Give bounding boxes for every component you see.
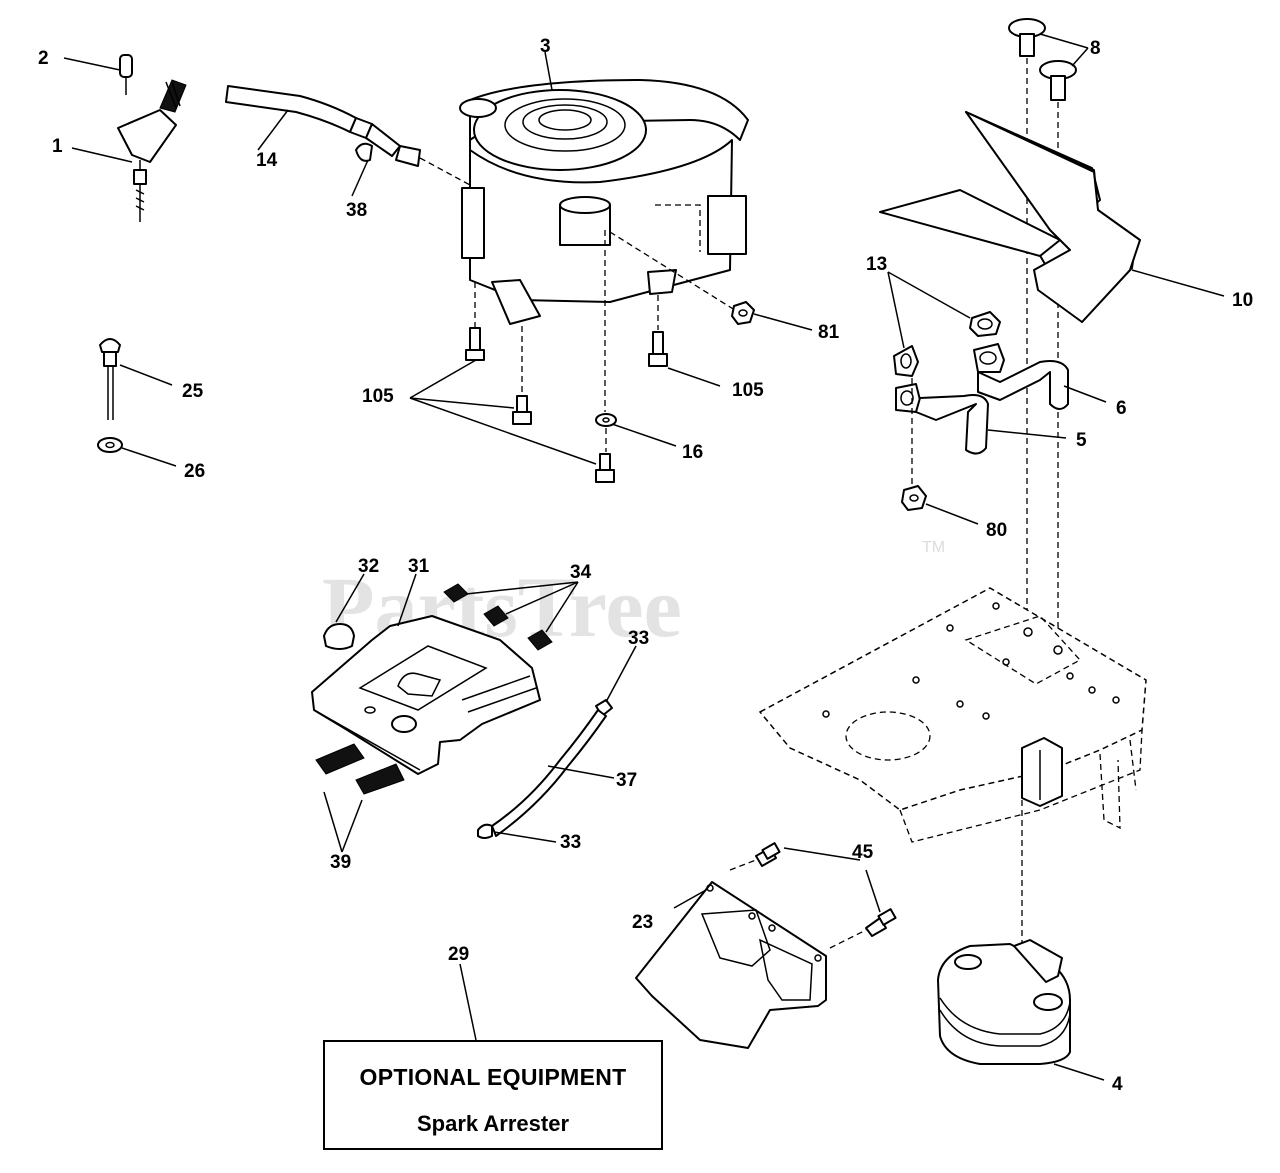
callout-37: 37 [616,770,637,791]
washer-part[interactable] [97,437,123,453]
fuel-line-part[interactable] [225,85,421,167]
pad-34-b[interactable] [483,605,509,627]
callout-3: 3 [540,36,551,57]
bolt-8-upper[interactable] [1008,18,1046,57]
callout-81: 81 [818,322,840,343]
nut-80-part[interactable] [901,485,927,511]
callout-105-left: 105 [362,386,394,407]
screw-45-lower[interactable] [865,908,897,937]
frame-bracket [1021,737,1063,807]
callout-1: 1 [52,136,63,157]
callout-80: 80 [986,520,1007,541]
frame-part [758,587,1147,843]
callout-5: 5 [1076,430,1087,451]
bolt-105-lower[interactable] [595,453,615,483]
exhaust-pipe-6[interactable] [973,343,1069,410]
bolt-105-left[interactable] [465,327,485,361]
callout-16: 16 [682,442,703,463]
clamp-33-lower[interactable] [477,823,493,839]
callout-26: 26 [184,461,205,482]
throttle-control-part[interactable] [117,54,187,222]
gasket-13-upper[interactable] [969,311,1001,337]
hose-37-part[interactable] [491,709,607,837]
exhaust-pipe-5[interactable] [895,383,989,455]
callout-33-lower: 33 [560,832,581,853]
callout-31: 31 [408,556,430,577]
callout-6: 6 [1116,398,1127,419]
cap-32-part[interactable] [323,623,355,650]
engine-part[interactable] [459,79,749,325]
pad-34-c[interactable] [527,629,553,651]
callout-105-right: 105 [732,380,764,401]
callout-29: 29 [448,944,469,965]
callout-32: 32 [358,556,379,577]
callout-2: 2 [38,48,49,69]
shield-10-part[interactable] [879,111,1141,323]
bolt-105-right[interactable] [648,331,668,367]
bolt-8-lower[interactable] [1039,60,1077,101]
callout-38: 38 [346,200,367,221]
callout-10: 10 [1232,290,1253,311]
optional-equipment-subtitle: Spark Arrester [416,1111,570,1136]
optional-equipment-box: OPTIONAL EQUIPMENT Spark Arrester [323,1040,663,1150]
callout-4: 4 [1112,1074,1123,1095]
callout-33-upper: 33 [628,628,649,649]
callout-8: 8 [1090,38,1101,59]
watermark-trademark: TM [922,539,945,556]
gasket-13-lower[interactable] [893,345,919,377]
callout-39: 39 [330,852,351,873]
nut-81-part[interactable] [731,301,755,325]
choke-knob-part[interactable] [99,338,121,420]
screw-45-upper[interactable] [755,842,781,867]
callout-34: 34 [570,562,592,583]
optional-equipment-title: OPTIONAL EQUIPMENT [359,1064,627,1090]
washer-16-part[interactable] [595,413,617,427]
callout-23: 23 [632,912,653,933]
heat-shield-part[interactable] [635,881,827,1049]
callout-13: 13 [866,254,887,275]
muffler-part[interactable] [937,939,1071,1065]
bolt-105-middle[interactable] [512,395,532,425]
pad-39-left[interactable] [315,743,365,775]
callout-45: 45 [852,842,874,863]
callout-14: 14 [256,150,278,171]
spark-arrester-body[interactable] [311,615,541,775]
callout-25: 25 [182,381,204,402]
pad-39-right[interactable] [355,763,405,795]
